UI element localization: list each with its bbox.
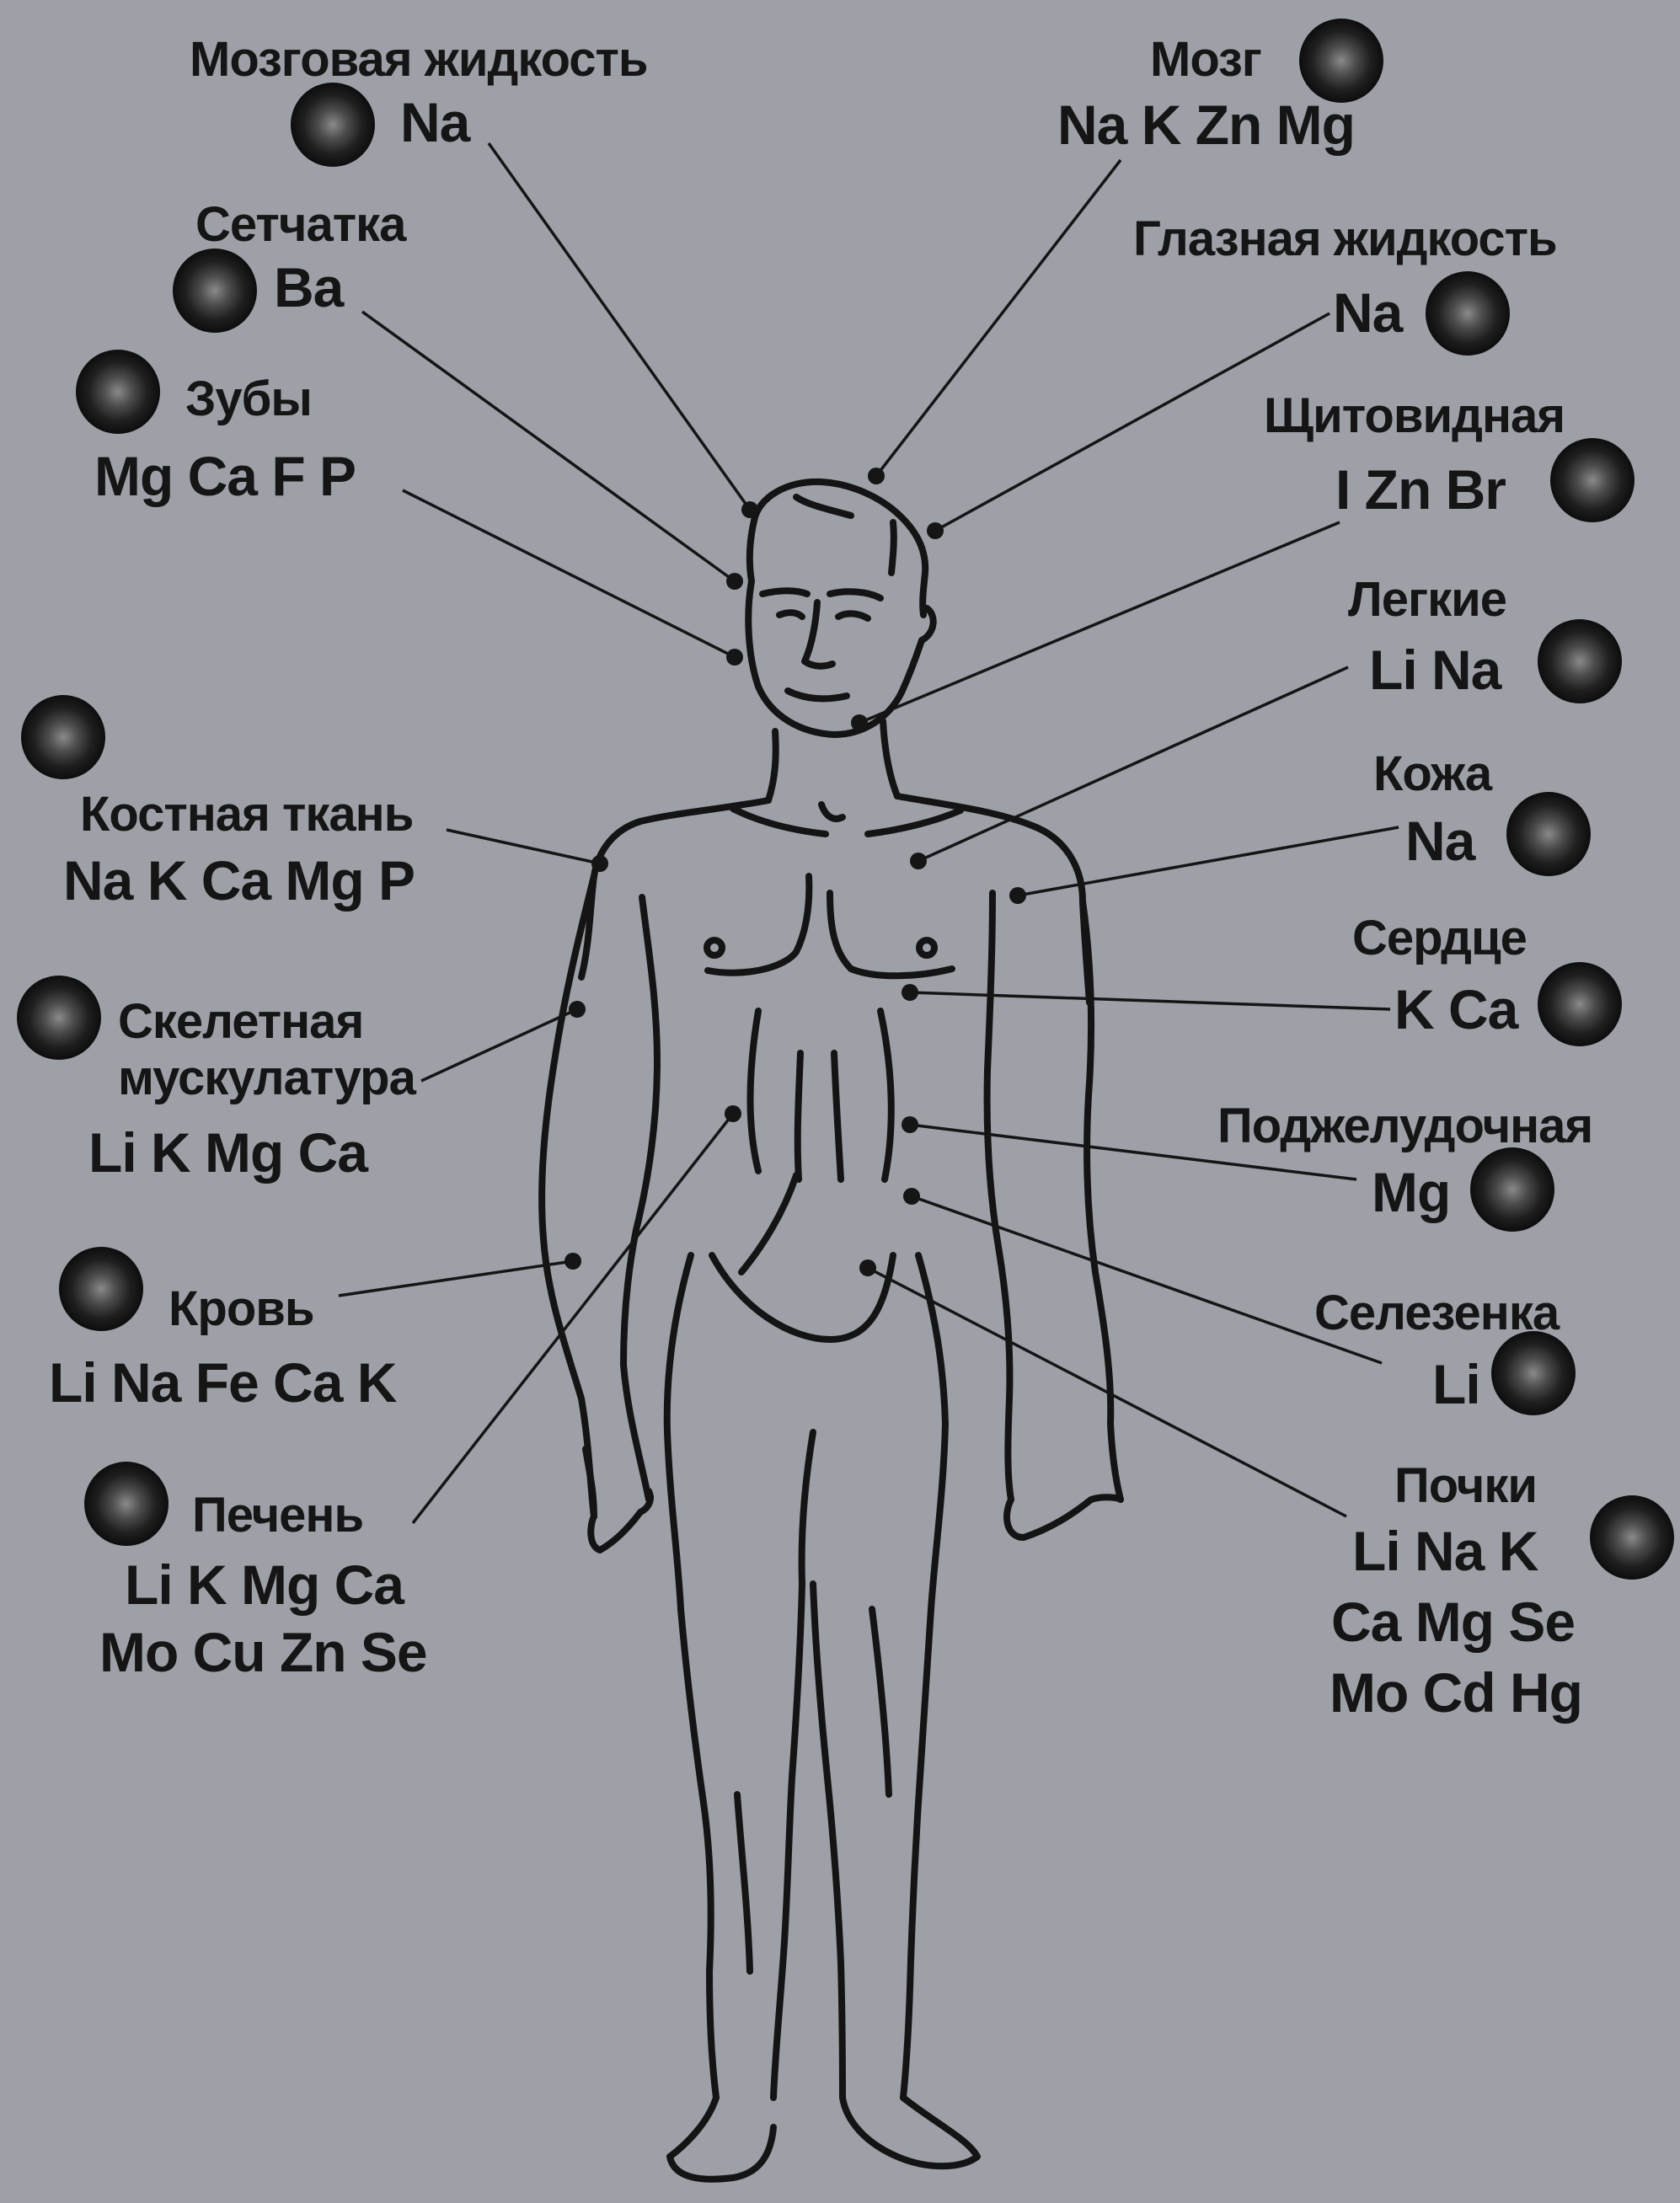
organ-elements-kidneys-2: Ca Mg Se [1331, 1594, 1575, 1650]
organ-label-muscle: Скелетная мускулатура [93, 994, 472, 1106]
anchor-point-brain [868, 468, 885, 484]
leader-line-lungs [918, 667, 1348, 861]
anchor-point-kidneys [859, 1259, 876, 1276]
organ-elements-teeth: Mg Ca F P [94, 448, 356, 504]
organ-label-brain-fluid: Мозговая жидкость [190, 35, 648, 84]
mineral-speck-bone [21, 695, 105, 779]
organ-label-blood: Кровь [169, 1285, 314, 1334]
organ-elements-pancreas: Mg [1372, 1164, 1450, 1220]
organ-label-eye-fluid: Глазная жидкость [1133, 215, 1557, 264]
leader-line-heart [910, 992, 1390, 1009]
leader-line-retina [362, 312, 735, 581]
organ-name: Скелетная мускулатура [118, 994, 472, 1106]
mineral-speck-liver [84, 1462, 169, 1546]
organ-elements-muscle: Li K Mg Ca [88, 1125, 367, 1180]
organ-name: Мозговая жидкость [190, 35, 648, 84]
organ-elements-liver-2: Mo Cu Zn Se [99, 1624, 427, 1680]
leader-line-teeth [403, 490, 735, 657]
organ-elements-bone: Na K Ca Mg P [63, 853, 415, 908]
anchor-point-heart [902, 984, 918, 1001]
organ-label-brain: Мозг [1150, 35, 1261, 84]
human-figure-outline [542, 482, 1121, 2179]
organ-elements-thyroid: I Zn Br [1335, 462, 1506, 517]
leader-line-brain [876, 160, 1121, 476]
anchor-point-eye-fluid [927, 522, 944, 539]
organ-elements-blood: Li Na Fe Ca K [49, 1355, 396, 1410]
mineral-speck-brain [1299, 19, 1383, 103]
mineral-speck-brain-fluid [291, 83, 375, 167]
anchor-point-brain-fluid [741, 501, 758, 518]
mineral-speck-lungs [1538, 619, 1622, 703]
anchor-point-thyroid [851, 714, 868, 731]
anchor-point-skin [1009, 887, 1026, 904]
anchor-point-muscle [569, 1001, 586, 1018]
organ-elements-retina: Ba [274, 259, 343, 315]
organ-label-pancreas: Поджелудочная [1217, 1102, 1592, 1151]
leader-line-liver [413, 1114, 733, 1523]
mineral-speck-muscle [17, 976, 101, 1060]
mineral-speck-pancreas [1470, 1147, 1554, 1232]
anchor-point-retina [726, 573, 743, 590]
mineral-speck-spleen [1491, 1331, 1576, 1415]
organ-elements-lungs: Li Na [1369, 642, 1501, 698]
organ-elements-eye-fluid: Na [1333, 285, 1402, 340]
organ-label-bone: Костная ткань [80, 790, 413, 839]
leader-line-bone [447, 830, 600, 864]
organ-label-liver: Печень [192, 1491, 363, 1540]
mineral-speck-blood [59, 1247, 143, 1331]
organ-elements-heart: K Ca [1394, 981, 1517, 1037]
leader-line-blood [339, 1261, 573, 1296]
organ-label-heart: Сердце [1352, 914, 1527, 963]
organ-elements-spleen: Li [1432, 1356, 1480, 1412]
mineral-speck-kidneys [1590, 1495, 1674, 1580]
organ-elements-liver-1: Li K Mg Ca [125, 1557, 404, 1612]
anchor-point-bone [591, 855, 608, 872]
organ-label-retina: Сетчатка [195, 201, 405, 249]
mineral-speck-thyroid [1550, 438, 1635, 522]
leader-line-spleen [912, 1196, 1382, 1363]
anchor-point-blood [564, 1253, 581, 1270]
organ-label-skin: Кожа [1373, 750, 1491, 799]
mineral-speck-teeth [76, 350, 160, 434]
organ-label-lungs: Легкие [1348, 575, 1506, 624]
mineral-speck-heart [1538, 962, 1622, 1046]
organ-label-spleen: Селезенка [1314, 1289, 1559, 1338]
anchor-point-lungs [910, 853, 927, 869]
anchor-point-spleen [903, 1188, 920, 1205]
organ-label-kidneys: Почки [1394, 1462, 1537, 1511]
anchor-point-liver [725, 1105, 741, 1122]
mineral-speck-eye-fluid [1426, 271, 1510, 356]
leader-line-brain-fluid [489, 143, 750, 510]
organ-label-thyroid: Щитовидная [1264, 392, 1565, 441]
organ-elements-kidneys-3: Mo Cd Hg [1330, 1665, 1582, 1720]
anchor-point-pancreas [902, 1116, 918, 1133]
organ-elements-kidneys-1: Li Na K [1352, 1523, 1538, 1579]
anchor-point-teeth [726, 649, 743, 666]
organ-label-teeth: Зубы [185, 375, 312, 424]
organ-elements-brain-fluid: Na [400, 94, 469, 150]
organ-elements-skin: Na [1405, 813, 1474, 869]
organ-elements-brain: Na K Zn Mg [1057, 97, 1355, 152]
mineral-speck-retina [173, 249, 257, 333]
mineral-speck-skin [1506, 792, 1591, 876]
